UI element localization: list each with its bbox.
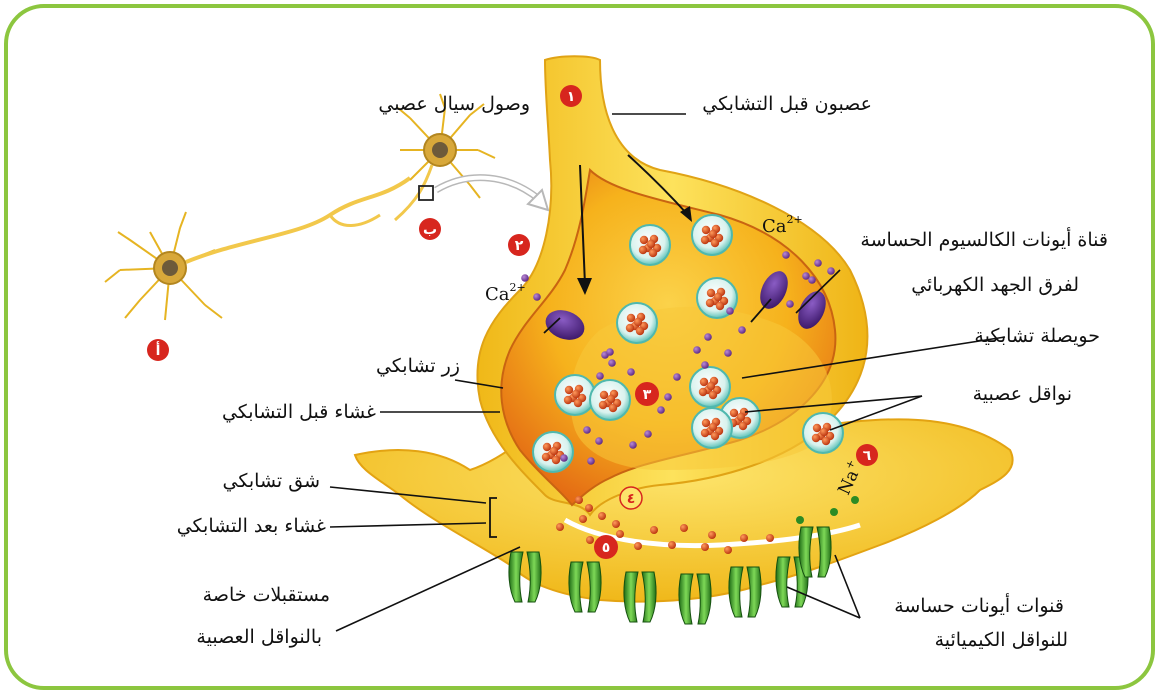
calcium-ion <box>629 441 637 449</box>
badge-step-6: ٦ <box>856 444 878 466</box>
label-synaptic-vesicle: حويصلة تشابكية <box>974 325 1100 347</box>
vesicle <box>590 380 630 420</box>
transmitter-molecule <box>575 496 583 504</box>
transmitter-molecule <box>708 531 716 539</box>
transmitter-molecule <box>701 543 709 551</box>
badge-a: أ <box>147 339 169 361</box>
svg-text:٤: ٤ <box>627 491 636 507</box>
calcium-ion <box>533 293 541 301</box>
label-presynaptic-membrane: غشاء قبل التشابكي <box>222 401 376 423</box>
label-receptors-1: مستقبلات خاصة <box>203 584 330 606</box>
svg-text:٥: ٥ <box>602 540 611 556</box>
vesicle <box>533 432 573 472</box>
transmitter-molecule <box>598 512 606 520</box>
label-postsynaptic-membrane: غشاء بعد التشابكي <box>177 515 326 537</box>
badge-step-1: ١ <box>560 85 582 107</box>
label-synaptic-knob: زر تشابكي <box>376 355 460 377</box>
svg-text:١: ١ <box>567 89 576 105</box>
transmitter-molecule <box>650 526 658 534</box>
sodium-ion <box>830 508 838 516</box>
transmitter-molecule <box>668 541 676 549</box>
calcium-ion <box>627 368 635 376</box>
calcium-ion <box>595 437 603 445</box>
transmitter-molecule <box>766 534 774 542</box>
sodium-ion <box>796 516 804 524</box>
calcium-ion <box>726 307 734 315</box>
label-receptors-2: بالنواقل العصبية <box>196 626 322 648</box>
calcium-ion <box>664 393 672 401</box>
calcium-ion <box>644 430 652 438</box>
calcium-ion <box>587 457 595 465</box>
transmitter-molecule <box>579 515 587 523</box>
calcium-ion <box>608 359 616 367</box>
calcium-ion <box>786 300 794 308</box>
transmitter-molecule <box>724 546 732 554</box>
badge-step-4: ٤ <box>620 487 642 509</box>
transmitter-molecule <box>585 504 593 512</box>
calcium-ion <box>827 267 835 275</box>
vesicle <box>692 408 732 448</box>
svg-text:٣: ٣ <box>643 387 652 403</box>
vesicle <box>617 303 657 343</box>
transmitter-molecule <box>616 530 624 538</box>
svg-text:٦: ٦ <box>863 448 872 464</box>
transmitter-molecule <box>556 523 564 531</box>
calcium-ion <box>606 348 614 356</box>
label-arrival-impulse: وصول سيال عصبي <box>378 93 530 115</box>
calcium-ion <box>808 276 816 284</box>
calcium-ion <box>657 406 665 414</box>
label-presynaptic-axon: عصبون قبل التشابكي <box>702 93 872 115</box>
transmitter-molecule <box>612 520 620 528</box>
vesicle <box>803 413 843 453</box>
calcium-ion <box>814 259 822 267</box>
badge-b: ب <box>419 218 441 240</box>
calcium-ion <box>560 454 568 462</box>
calcium-ion <box>596 372 604 380</box>
calcium-ion <box>724 349 732 357</box>
transmitter-molecule <box>634 542 642 550</box>
transmitter-molecule <box>740 534 748 542</box>
label-calcium-channel-2: لفرق الجهد الكهربائي <box>911 274 1079 296</box>
vesicle <box>692 215 732 255</box>
label-neurotransmitters: نواقل عصبية <box>973 383 1072 405</box>
badge-step-2: ٢ <box>508 234 530 256</box>
badge-step-3: ٣ <box>635 382 659 406</box>
svg-text:أ: أ <box>156 341 161 359</box>
vesicle <box>690 367 730 407</box>
label-chem-channels-2: للنواقل الكيميائية <box>935 629 1068 651</box>
label-chem-channels-1: قنوات أيونات حساسة <box>894 592 1064 617</box>
vesicle <box>630 225 670 265</box>
svg-text:٢: ٢ <box>515 238 524 254</box>
calcium-ion <box>693 346 701 354</box>
calcium-ion <box>583 426 591 434</box>
calcium-ion <box>701 361 709 369</box>
transmitter-molecule <box>680 524 688 532</box>
svg-text:ب: ب <box>423 222 437 238</box>
transmitter-molecule <box>586 536 594 544</box>
label-synaptic-cleft: شق تشابكي <box>223 470 320 492</box>
calcium-ion <box>782 251 790 259</box>
label-calcium-channel-1: قناة أيونات الكالسيوم الحساسة <box>860 226 1108 251</box>
vesicle <box>555 375 595 415</box>
calcium-ion <box>704 333 712 341</box>
badge-step-5: ٥ <box>594 535 618 559</box>
calcium-ion <box>673 373 681 381</box>
calcium-ion <box>738 326 746 334</box>
